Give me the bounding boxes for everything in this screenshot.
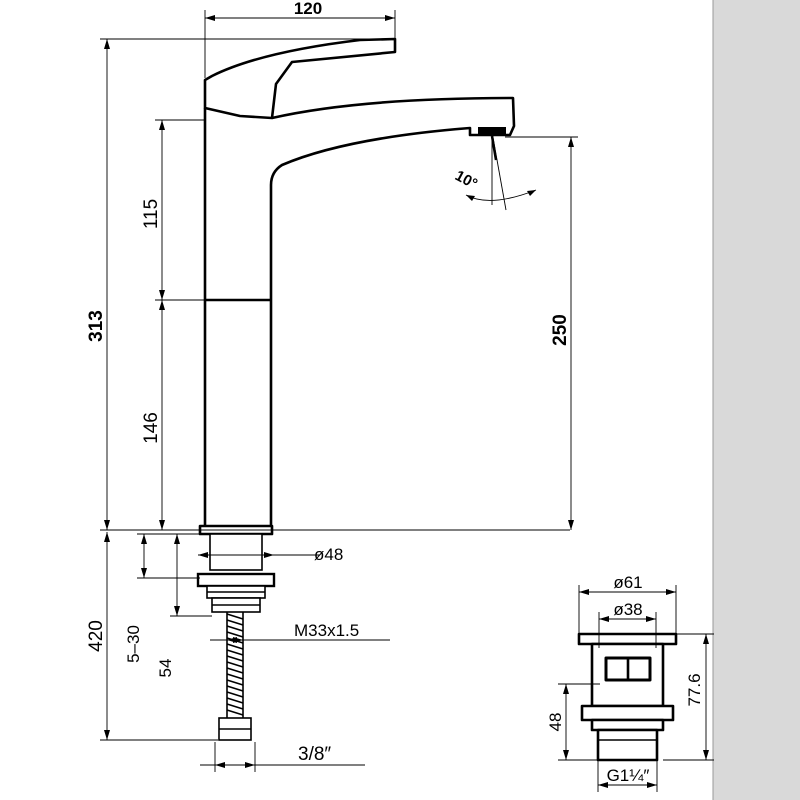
waste-inner-diameter-label: ø38 (613, 600, 642, 619)
pop-up-waste (577, 632, 678, 762)
dim-upper-body-label: 115 (141, 199, 162, 229)
dim-base-diameter-label: ø48 (314, 545, 343, 564)
mounting-shank (196, 533, 276, 613)
dim-deck-thickness-label: 5–30 (124, 625, 143, 663)
dim-spray-angle-label: 10° (452, 167, 480, 193)
dimension-lines (100, 10, 578, 772)
dim-thread-label: M33x1.5 (294, 621, 359, 640)
dim-hose-connection-label: 3/8″ (298, 744, 331, 765)
waste-height-label: 77.6 (685, 673, 704, 706)
dim-total-height-label: 313 (86, 310, 107, 342)
dimension-arrows (104, 15, 574, 768)
waste-arrows (563, 589, 709, 788)
page-edge (713, 0, 800, 800)
waste-lower-height-label: 48 (546, 713, 565, 732)
dim-lower-body-label: 146 (141, 412, 162, 444)
waste-outer-diameter-label: ø61 (613, 573, 642, 592)
aerator-nozzle (478, 127, 506, 161)
flexible-hose (218, 612, 252, 741)
spray-angle (465, 131, 537, 211)
dim-spout-reach-label: 120 (294, 0, 322, 18)
dim-outlet-height-label: 250 (550, 314, 571, 346)
dim-shank-length-label: 54 (156, 659, 175, 678)
dim-hose-length-label: 420 (86, 620, 107, 652)
waste-thread-label: G1¼″ (607, 766, 650, 785)
faucet-outline (198, 37, 516, 536)
